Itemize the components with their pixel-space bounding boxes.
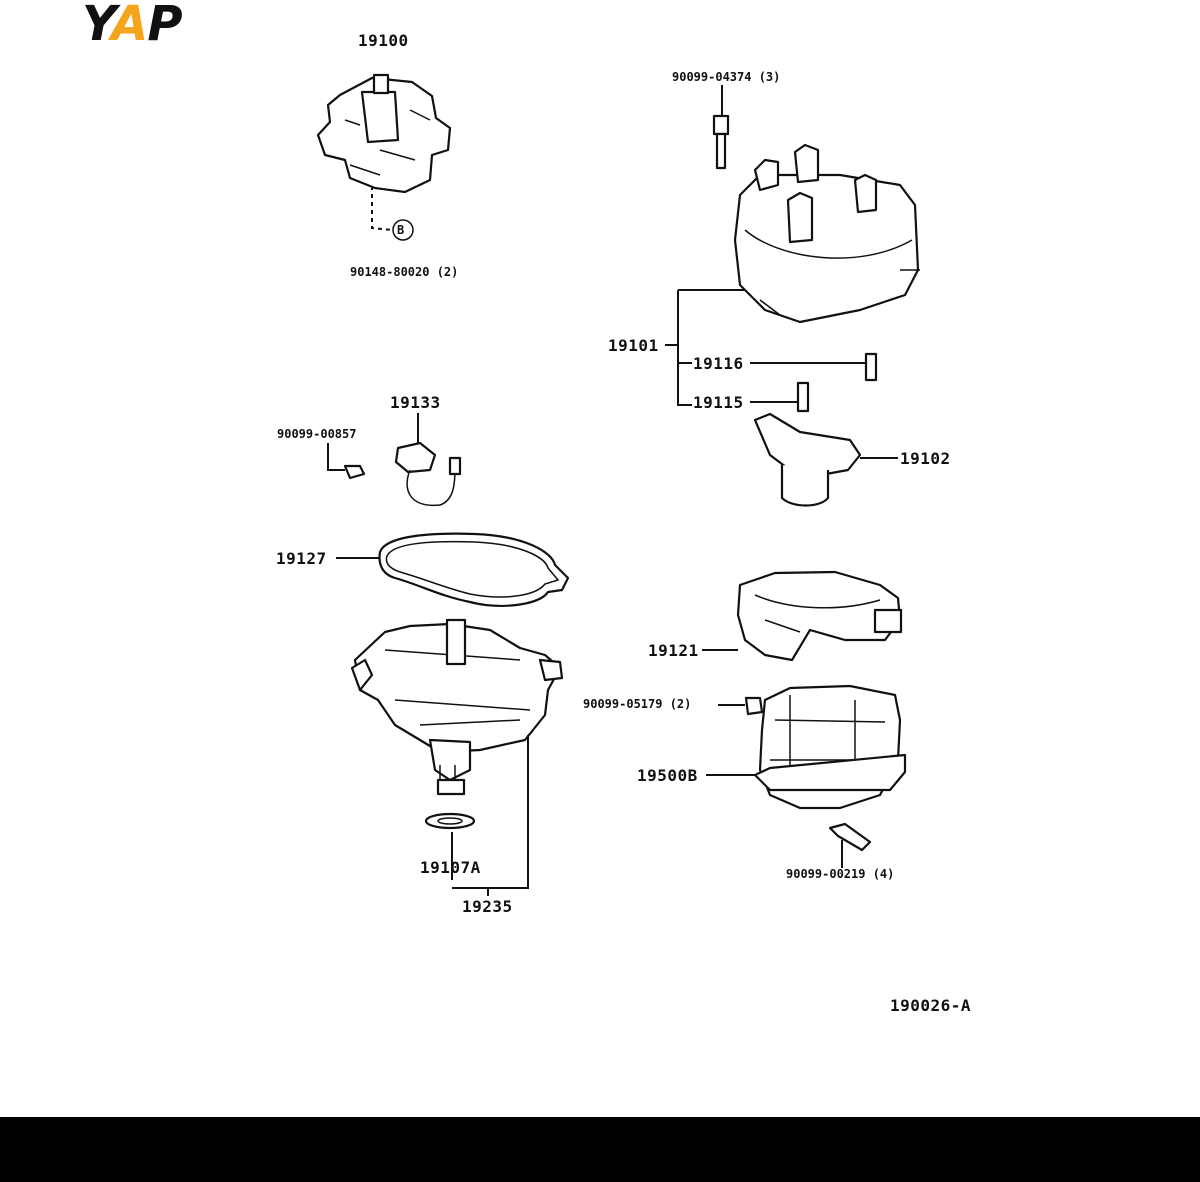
housing-19235-drawing <box>350 618 564 796</box>
bolt-top-drawing <box>712 85 730 170</box>
rotor-19102-drawing <box>753 412 898 507</box>
label-screw-mid: 90099-05179 (2) <box>583 697 692 711</box>
part-19116-drawing <box>864 352 878 382</box>
label-19102: 19102 <box>900 449 951 468</box>
brand-logo: YAP <box>82 0 183 48</box>
label-19500b: 19500B <box>637 766 698 785</box>
leader-19235 <box>451 735 529 896</box>
label-19107a: 19107A <box>420 858 481 877</box>
label-19121: 19121 <box>648 641 699 660</box>
sensor-19133-drawing <box>327 413 462 506</box>
oring-19107a-drawing <box>424 812 476 830</box>
logo-letter-a: A <box>111 0 148 52</box>
label-19235: 19235 <box>462 897 513 916</box>
part-19115-drawing <box>796 381 810 413</box>
part-19100-drawing <box>316 73 452 231</box>
label-19127: 19127 <box>276 549 327 568</box>
label-19116: 19116 <box>693 354 744 373</box>
label-19115: 19115 <box>693 393 744 412</box>
label-bolt-top: 90099-04374 (3) <box>672 70 781 84</box>
gasket-19127-drawing <box>336 532 570 607</box>
label-screw-low: 90099-00219 (4) <box>786 867 895 881</box>
leader-19101 <box>665 289 745 406</box>
figure-code: 190026-A <box>890 996 972 1015</box>
exploded-view-diagram <box>316 73 920 896</box>
label-screw-small: 90099-00857 <box>277 427 357 441</box>
screw-mid-drawing <box>718 696 764 716</box>
bottom-black-bar <box>0 1117 1200 1182</box>
logo-letter-y: Y <box>82 0 112 52</box>
label-19133: 19133 <box>390 393 441 412</box>
label-screw-b: 90148-80020 (2) <box>350 265 459 279</box>
label-circle-b: B <box>397 223 405 237</box>
logo-letter-p: P <box>147 0 182 52</box>
igniter-19500b-drawing <box>706 684 907 868</box>
label-19100: 19100 <box>358 31 409 50</box>
distributor-cap-drawing <box>733 143 920 324</box>
cover-19121-drawing <box>702 570 903 662</box>
circle-b-marker <box>392 219 414 241</box>
label-19101: 19101 <box>608 336 659 355</box>
